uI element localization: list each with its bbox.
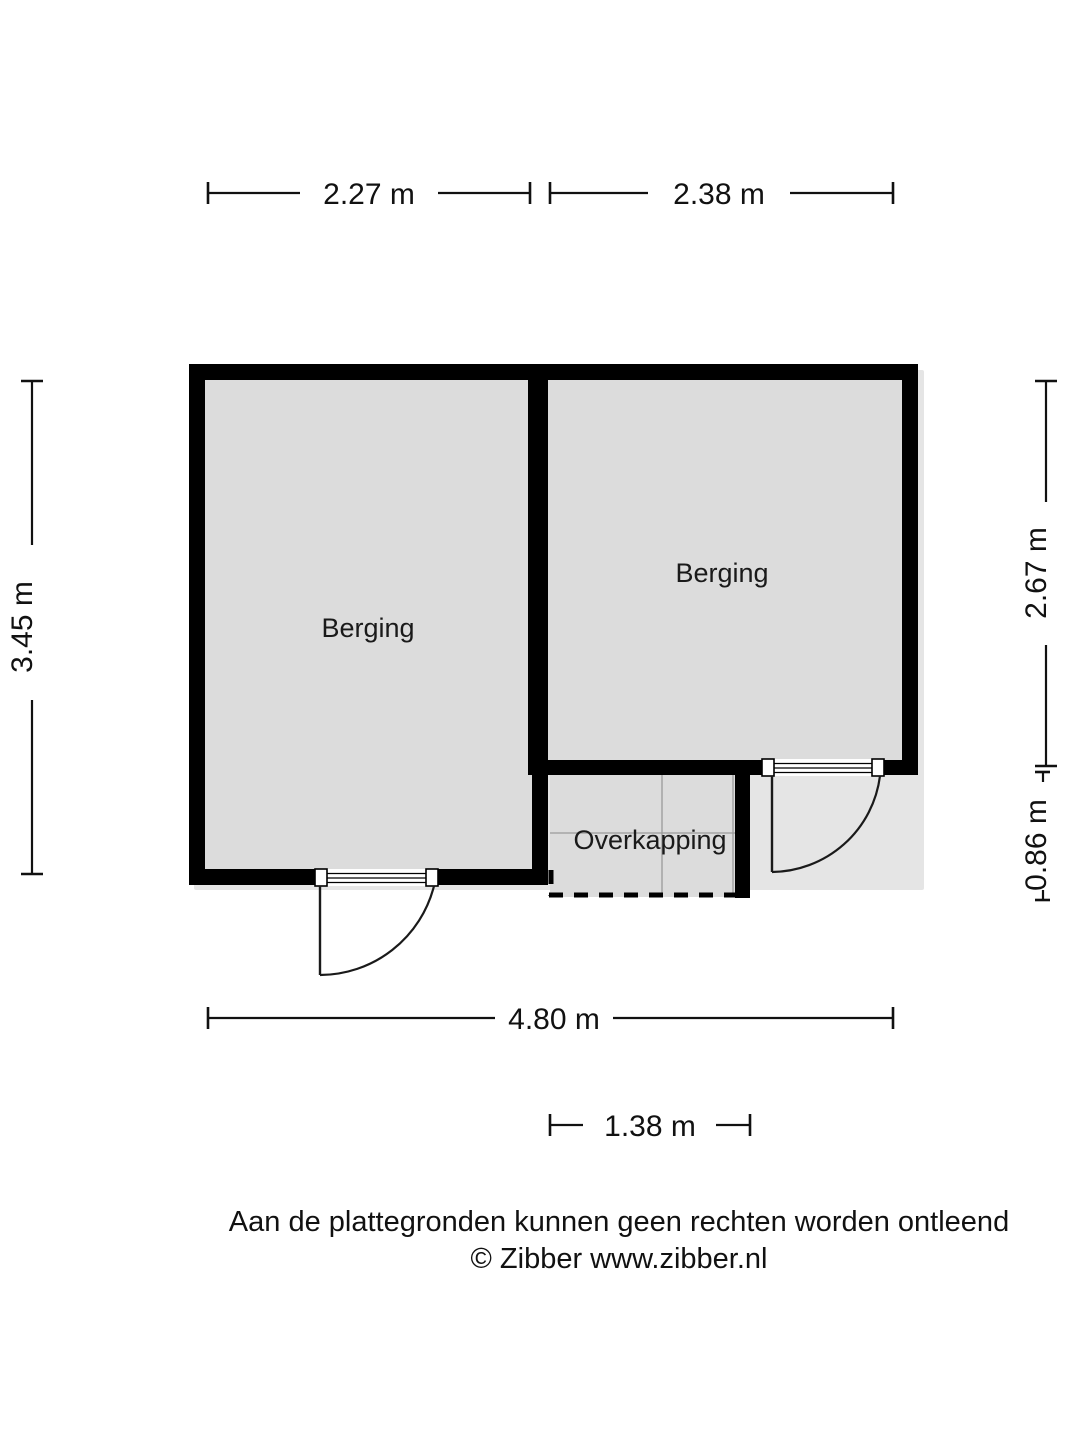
room-berging-left — [189, 364, 548, 885]
door-bottom-berging-left[interactable] — [314, 868, 439, 977]
dimension-top-right-label: 2.38 m — [673, 178, 765, 211]
dimension-top-right-group — [548, 182, 895, 204]
dimension-bottom-total-label: 4.80 m — [508, 1003, 600, 1036]
dimension-top-left-label: 2.27 m — [323, 178, 415, 211]
room-label-berging-left: Berging — [321, 613, 414, 643]
dimension-right-upper-group — [1035, 379, 1057, 768]
footer-copyright: © Zibber www.zibber.nl — [471, 1243, 768, 1275]
dimension-bottom-sub-group — [548, 1114, 752, 1136]
room-label-berging-right: Berging — [675, 558, 768, 588]
door-right-berging-right[interactable] — [761, 758, 885, 874]
dimension-left-label: 3.45 m — [6, 581, 39, 673]
area-overkapping — [548, 760, 750, 898]
door-swing-arc-bottom — [319, 885, 436, 977]
dimension-bottom-total-group — [206, 1007, 895, 1029]
dimension-right-lower-group — [1035, 770, 1050, 902]
room-berging-right — [528, 364, 918, 775]
footer-disclaimer: Aan de plattegronden kunnen geen rechten… — [229, 1206, 1009, 1238]
dimension-bottom-sub-label: 1.38 m — [604, 1110, 696, 1143]
dimension-right-lower-label: 0.86 m — [1020, 799, 1053, 891]
room-label-overkapping: Overkapping — [573, 825, 726, 855]
door-swing-arc-right — [771, 775, 882, 874]
dimension-top-left-group — [206, 182, 532, 204]
dimension-left-group — [21, 379, 43, 876]
dimension-right-upper-label: 2.67 m — [1020, 527, 1053, 619]
